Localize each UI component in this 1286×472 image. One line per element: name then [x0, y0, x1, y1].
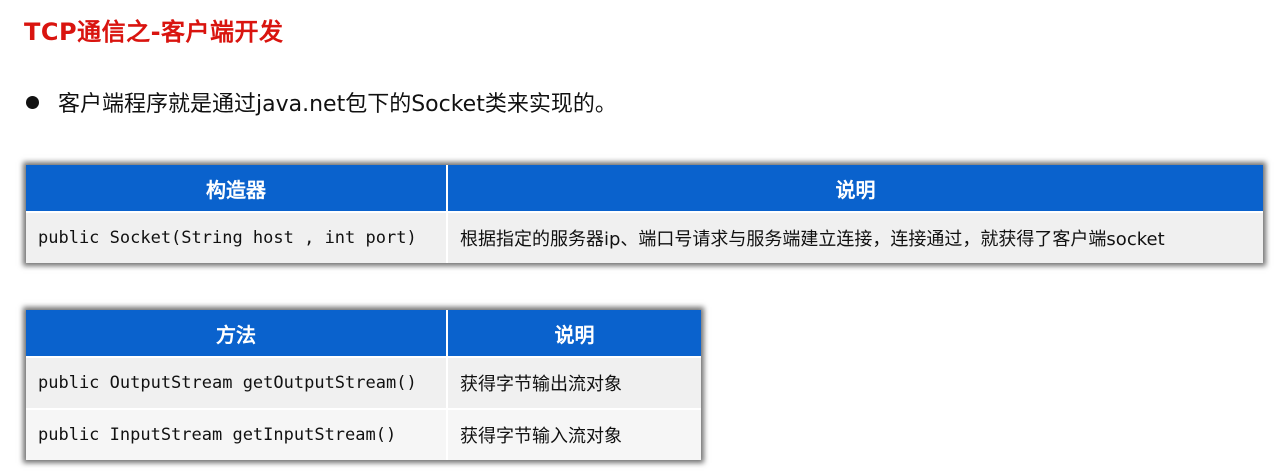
table-row: public Socket(String host , int port) 根据…	[26, 211, 1263, 263]
table-row: public OutputStream getOutputStream() 获得…	[26, 356, 701, 409]
description-header: 说明	[447, 310, 701, 357]
constructor-signature: public Socket(String host , int port)	[26, 211, 448, 263]
method-signature: public InputStream getInputStream()	[26, 408, 448, 460]
constructor-header: 构造器	[26, 165, 448, 212]
bullet-point: 客户端程序就是通过java.net包下的Socket类来实现的。	[26, 86, 617, 118]
bullet-text: 客户端程序就是通过java.net包下的Socket类来实现的。	[58, 92, 617, 117]
method-header: 方法	[26, 310, 448, 357]
constructor-table: 构造器 说明 public Socket(String host , int p…	[26, 165, 1263, 263]
method-description: 获得字节输入流对象	[447, 408, 701, 460]
bullet-dot-icon	[26, 95, 39, 109]
method-signature: public OutputStream getOutputStream()	[26, 356, 448, 409]
table-row: public InputStream getInputStream() 获得字节…	[26, 408, 701, 460]
constructor-description: 根据指定的服务器ip、端口号请求与服务端建立连接，连接通过，就获得了客户端soc…	[447, 211, 1263, 263]
slide-title: TCP通信之-客户端开发	[24, 18, 284, 46]
method-description: 获得字节输出流对象	[447, 356, 701, 409]
method-table: 方法 说明 public OutputStream getOutputStrea…	[26, 310, 701, 460]
description-header: 说明	[447, 165, 1263, 212]
